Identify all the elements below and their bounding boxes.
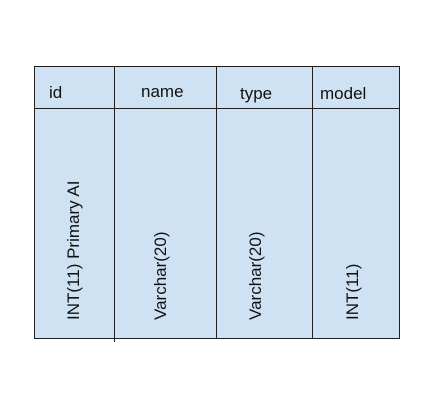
column-type-type: Varchar(20): [246, 231, 265, 321]
column-header-name: name: [141, 82, 184, 101]
column-type-id: INT(11) Primary AI: [64, 180, 83, 320]
column-divider-1: [114, 67, 115, 342]
column-header-id: id: [49, 83, 63, 102]
schema-table: id name type model INT(11) Primary AI Va…: [34, 66, 400, 342]
column-header-type: type: [240, 84, 273, 103]
column-divider-2: [216, 67, 217, 339]
column-type-model: INT(11): [343, 263, 362, 320]
header-divider: [35, 108, 399, 109]
column-header-model: model: [320, 84, 367, 103]
column-divider-3: [312, 67, 313, 339]
column-type-name: Varchar(20): [151, 231, 170, 321]
